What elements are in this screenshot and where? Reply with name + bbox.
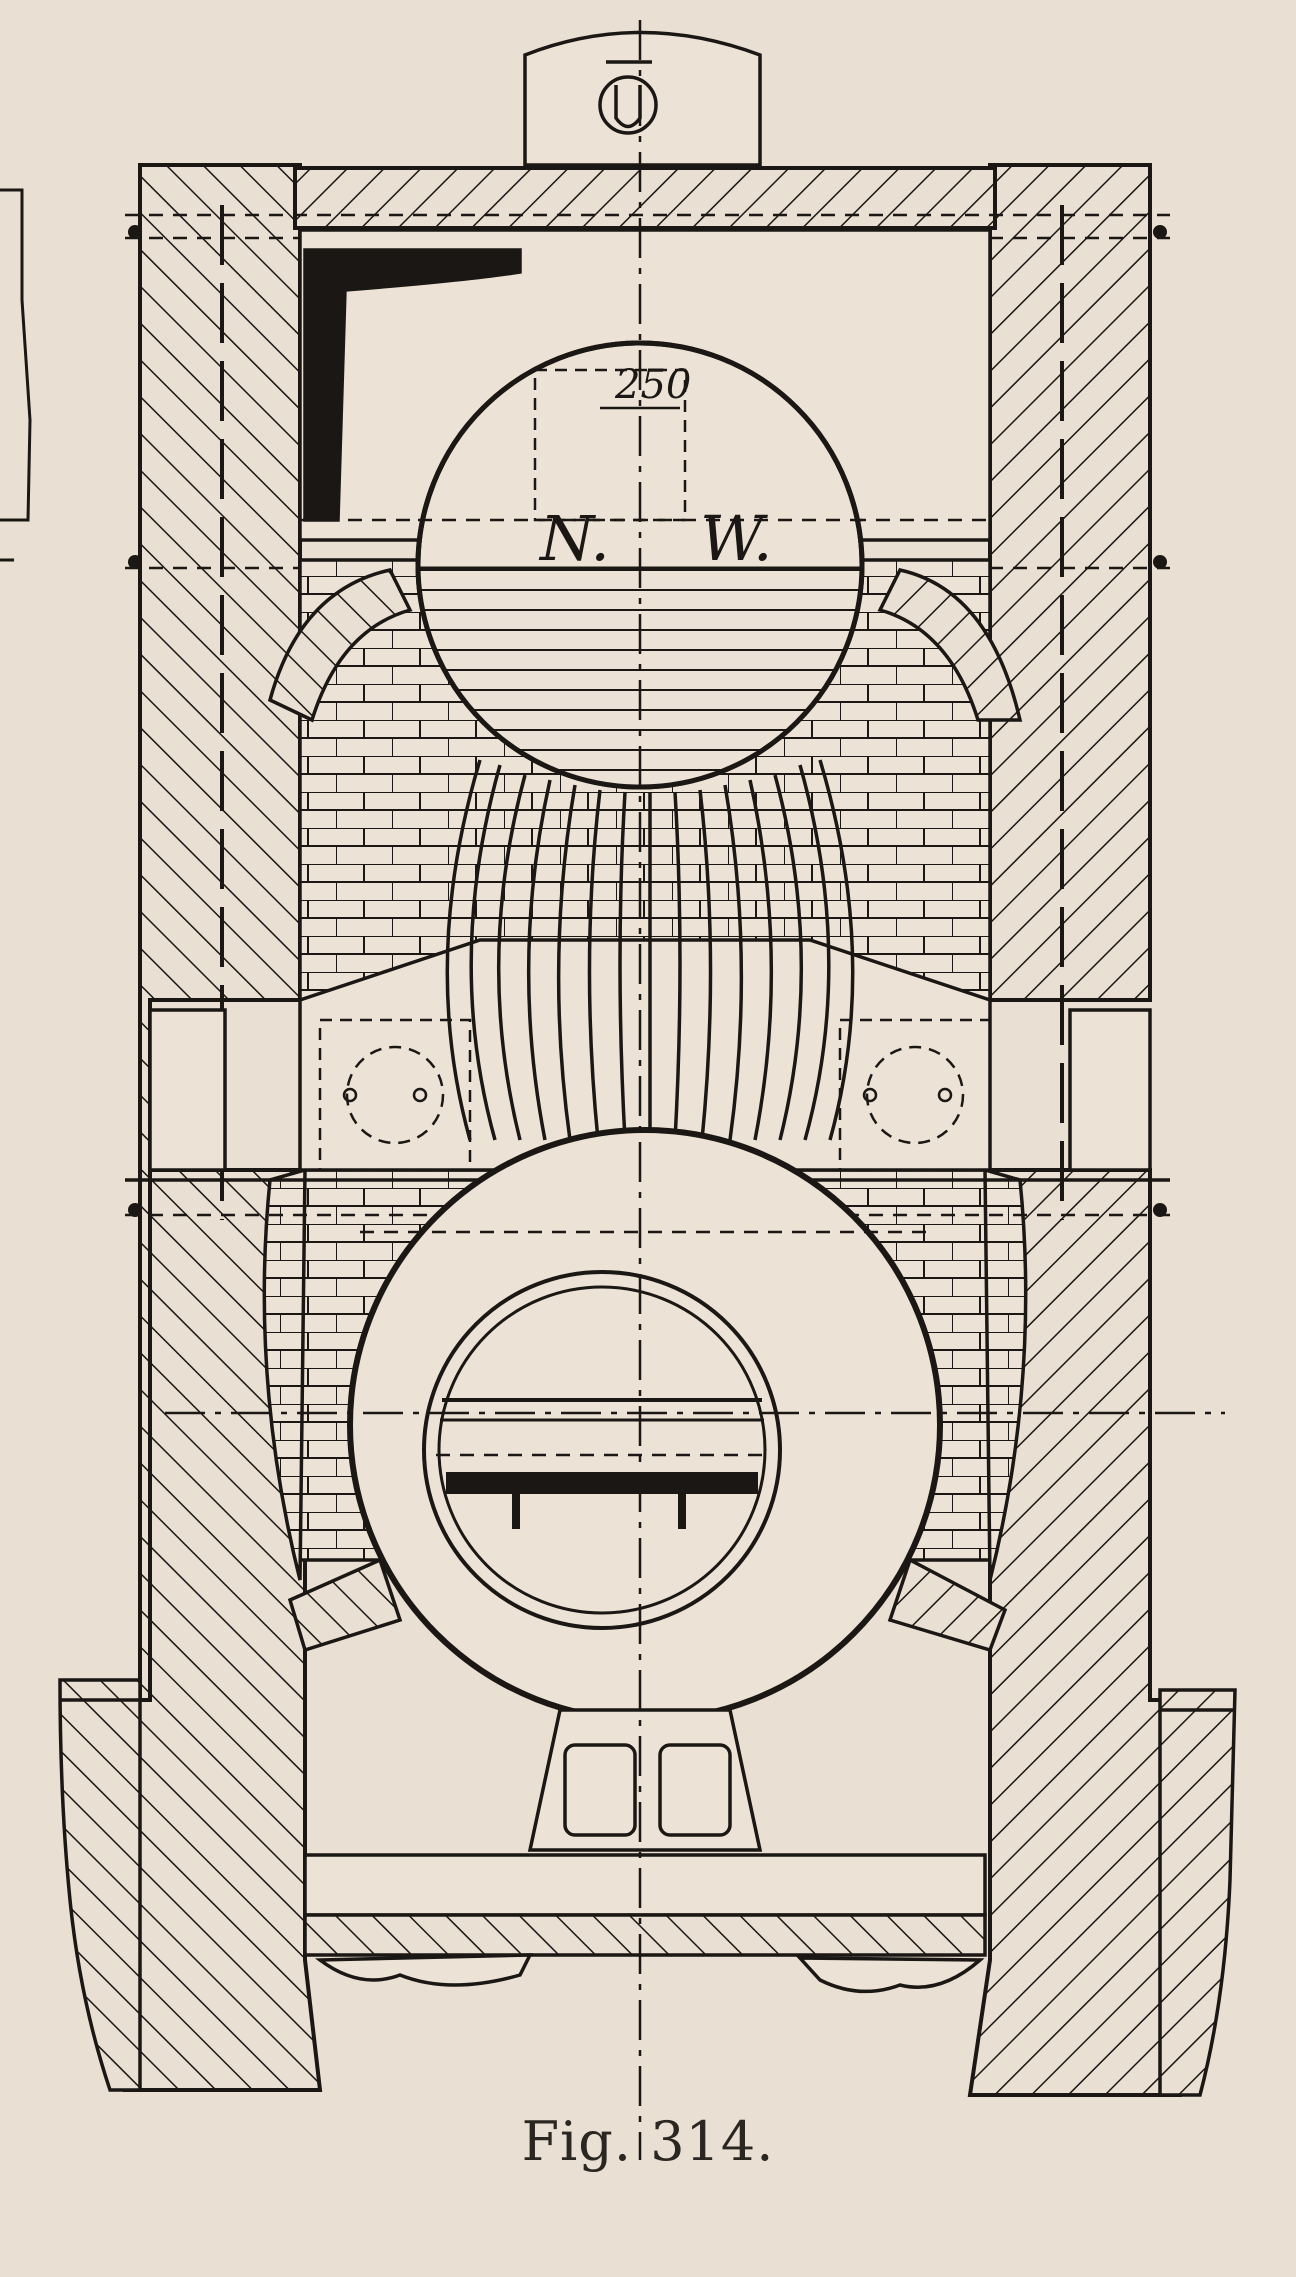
chimney-stack — [523, 30, 762, 167]
ash-pit — [303, 1708, 987, 1957]
tie-rod-bolts — [128, 225, 1167, 1217]
left-margin-fragment — [0, 188, 32, 562]
tie-rods — [220, 205, 1064, 1220]
water-level-label-left: N. — [538, 502, 610, 575]
ground-foundation — [58, 1678, 1237, 2097]
arch-shoulders — [267, 567, 1023, 1653]
furnace-flue — [422, 1270, 782, 1630]
header-box-left — [318, 1018, 472, 1172]
water-level-label-right: W. — [700, 502, 773, 575]
figure-caption: Fig. 314. — [521, 2110, 775, 2173]
water-tubes — [445, 759, 855, 1141]
dimension-label: 250 — [614, 362, 691, 408]
top-cover-slab — [125, 166, 1170, 240]
center-lines — [165, 20, 1225, 2160]
